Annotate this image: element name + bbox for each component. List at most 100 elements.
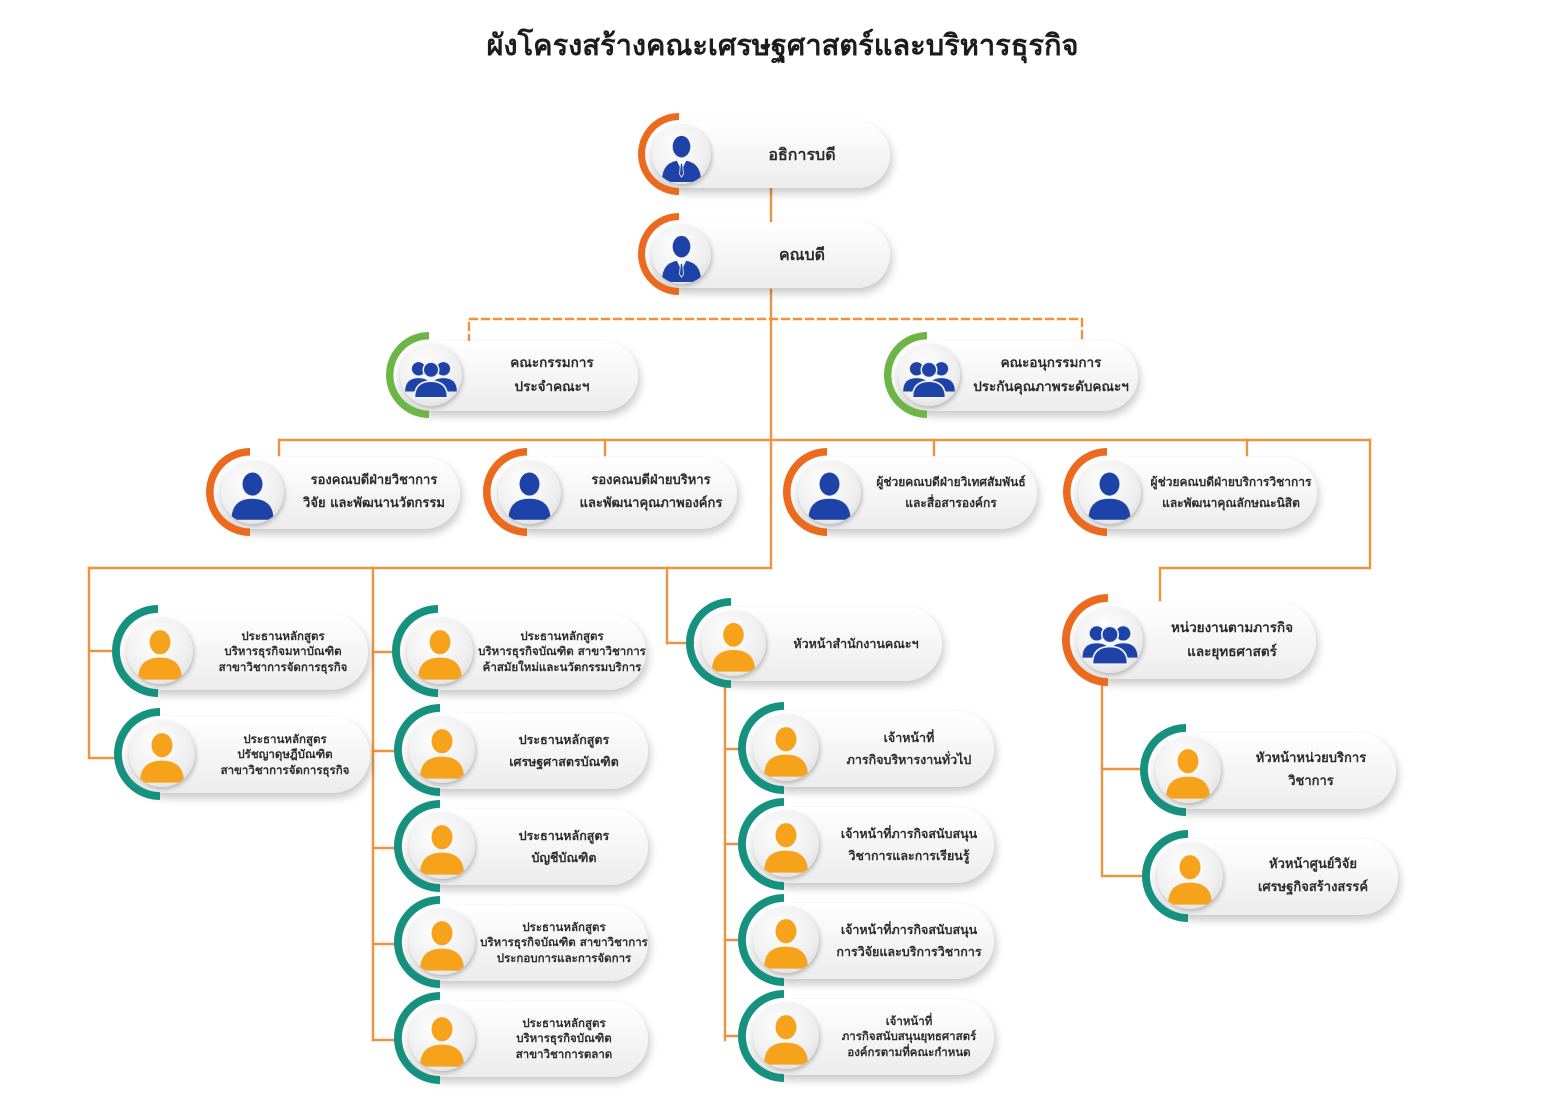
person-suit-icon <box>652 125 711 184</box>
node-label-line: ภารกิจบริหารงานทั่วไป <box>846 752 972 767</box>
node-label-line: ประธานหลักสูตร <box>520 628 604 643</box>
node-label: เจ้าหน้าที่ภารกิจบริหารงานทั่วไป <box>834 711 984 787</box>
node-label-line: คณะอนุกรรมการ <box>1000 355 1102 372</box>
person-icon <box>409 909 475 975</box>
person-icon <box>498 461 561 524</box>
node-label-line: ปรัชญาดุษฎีบัณฑิต <box>237 747 333 762</box>
node-office-head: หัวหน้าสำนักงานคณะฯ <box>686 598 942 688</box>
person-icon <box>127 618 193 684</box>
node-label: เจ้าหน้าที่ภารกิจสนับสนุนวิชาการและการเร… <box>834 807 984 883</box>
node-label-line: ประธานหลักสูตร <box>522 1015 606 1030</box>
node-label: หัวหน้าศูนย์วิจัยเศรษฐกิจสร้างสรรค์ <box>1238 839 1388 915</box>
node-label: เจ้าหน้าที่ภารกิจสนับสนุนการวิจัยและบริก… <box>834 903 984 979</box>
node-label-line: ค้าสมัยใหม่และนวัตกรรมบริการ <box>482 659 642 674</box>
node-label: เจ้าหน้าที่ภารกิจสนับสนุนยุทธศาสตร์องค์ก… <box>834 999 984 1075</box>
node-mission-unit: หน่วยงานตามภารกิจและยุทธศาสตร์ <box>1062 594 1316 686</box>
person-icon <box>1155 737 1221 803</box>
node-rector: อธิการบดี <box>638 113 890 195</box>
node-label: หัวหน้าหน่วยบริการวิชาการ <box>1236 733 1386 809</box>
dashed-connector <box>467 317 1084 344</box>
node-staff-general: เจ้าหน้าที่ภารกิจบริหารงานทั่วไป <box>738 702 994 794</box>
node-label: คณบดี <box>724 222 880 288</box>
node-label: ประธานหลักสูตรบริหารธุรกิจบัณฑิต สาขาวิช… <box>478 614 646 690</box>
node-label-line: บัญชีบัณฑิต <box>531 850 597 865</box>
node-label: ประธานหลักสูตรบัญชีบัณฑิต <box>490 809 638 885</box>
node-label-line: อธิการบดี <box>768 145 836 164</box>
node-label-line: สาขาวิชาการจัดการธุรกิจ <box>218 659 348 674</box>
node-label-line: บริหารธุรกิจบัณฑิต <box>516 1031 612 1046</box>
node-dean: คณบดี <box>638 213 890 295</box>
node-service-unit-head: หัวหน้าหน่วยบริการวิชาการ <box>1140 724 1396 816</box>
node-label-line: บริหารธุรกิจมหาบัณฑิต <box>224 644 342 659</box>
node-label-line: สาขาวิชาการตลาด <box>515 1046 613 1061</box>
node-label-line: หัวหน้าสำนักงานคณะฯ <box>793 636 919 652</box>
person-suit-icon <box>652 225 711 284</box>
node-staff-learning: เจ้าหน้าที่ภารกิจสนับสนุนวิชาการและการเร… <box>738 798 994 890</box>
node-vd-academic: รองคณบดีฝ่ายวิชาการวิจัย และพัฒนานวัตกรร… <box>206 448 460 536</box>
node-label-line: บริหารธุรกิจบัณฑิต สาขาวิชาการ <box>478 644 646 659</box>
node-staff-strategy: เจ้าหน้าที่ภารกิจสนับสนุนยุทธศาสตร์องค์ก… <box>738 990 994 1082</box>
node-label: หน่วยงานตามภารกิจและยุทธศาสตร์ <box>1158 603 1306 679</box>
node-faculty-committee: คณะกรรมการประจำคณะฯ <box>386 332 638 418</box>
node-label-line: วิชาการและการเรียนรู้ <box>848 848 970 863</box>
node-label: ผู้ช่วยคณบดีฝ่ายบริการวิชาการและพัฒนาคุณ… <box>1151 457 1312 529</box>
node-vd-admin: รองคณบดีฝ่ายบริหารและพัฒนาคุณภาพองค์กร <box>483 448 737 536</box>
node-label-line: การวิจัยและบริการวิชาการ <box>836 944 982 959</box>
node-label-line: สาขาวิชาการจัดการธุรกิจ <box>220 762 350 777</box>
node-label-line: ประธานหลักสูตร <box>518 828 610 844</box>
node-label: ประธานหลักสูตรเศรษฐศาสตรบัณฑิต <box>490 713 638 789</box>
node-label-line: เศรษฐศาสตรบัณฑิต <box>509 754 619 769</box>
person-icon <box>798 461 861 524</box>
person-icon <box>129 721 195 787</box>
node-label-line: และพัฒนาคุณภาพองค์กร <box>579 496 723 511</box>
node-label-line: วิชาการ <box>1288 774 1334 789</box>
node-ad-services: ผู้ช่วยคณบดีฝ่ายบริการวิชาการและพัฒนาคุณ… <box>1063 448 1317 536</box>
connector <box>1158 438 1372 602</box>
node-label-line: ประกอบการและการจัดการ <box>496 950 632 965</box>
node-label-line: และสื่อสารองค์กร <box>905 496 997 510</box>
node-label-line: ประจำคณะฯ <box>514 379 590 395</box>
node-acc-chair: ประธานหลักสูตรบัญชีบัณฑิต <box>394 800 648 892</box>
node-bba-entre-chair: ประธานหลักสูตรบริหารธุรกิจบัณฑิต สาขาวิช… <box>394 896 648 988</box>
node-phd-chair: ประธานหลักสูตรปรัชญาดุษฎีบัณฑิตสาขาวิชาก… <box>114 708 370 800</box>
node-label: ประธานหลักสูตรปรัชญาดุษฎีบัณฑิตสาขาวิชาก… <box>210 717 360 793</box>
node-label-line: วิจัย และพัฒนานวัตกรรม <box>303 496 445 511</box>
person-icon <box>221 461 284 524</box>
node-label-line: ประธานหลักสูตร <box>243 731 327 746</box>
node-ad-international: ผู้ช่วยคณบดีฝ่ายวิเทศสัมพันธ์และสื่อสารอ… <box>783 448 1037 536</box>
node-label: คณะกรรมการประจำคณะฯ <box>476 341 628 411</box>
node-label-line: คณะกรรมการ <box>510 355 594 372</box>
person-icon <box>409 717 475 783</box>
group-icon <box>1077 607 1143 673</box>
node-label-line: ภารกิจสนับสนุนยุทธศาสตร์ <box>841 1029 977 1044</box>
node-research-center-head: หัวหน้าศูนย์วิจัยเศรษฐกิจสร้างสรรค์ <box>1142 830 1398 922</box>
node-econ-chair: ประธานหลักสูตรเศรษฐศาสตรบัณฑิต <box>394 704 648 796</box>
node-label-line: และยุทธศาสตร์ <box>1187 644 1277 660</box>
node-label: คณะอนุกรรมการประกันคุณภาพระดับคณะฯ <box>973 341 1129 411</box>
person-icon <box>1157 843 1223 909</box>
node-label: หัวหน้าสำนักงานคณะฯ <box>780 607 932 681</box>
node-label-line: เจ้าหน้าที่ <box>885 1013 933 1028</box>
node-label-line: ประธานหลักสูตร <box>241 628 325 643</box>
node-label-line: ประธานหลักสูตร <box>522 919 606 934</box>
node-staff-research: เจ้าหน้าที่ภารกิจสนับสนุนการวิจัยและบริก… <box>738 894 994 986</box>
node-label-line: ประธานหลักสูตร <box>518 732 610 748</box>
node-qa-subcommittee: คณะอนุกรรมการประกันคุณภาพระดับคณะฯ <box>884 332 1138 418</box>
node-label-line: และพัฒนาคุณลักษณะนิสิต <box>1162 496 1300 510</box>
node-label: ผู้ช่วยคณบดีฝ่ายวิเทศสัมพันธ์และสื่อสารอ… <box>875 457 1027 529</box>
node-label-line: หัวหน้าหน่วยบริการ <box>1255 751 1367 767</box>
connector <box>87 566 120 760</box>
node-label-line: เศรษฐกิจสร้างสรรค์ <box>1257 880 1369 895</box>
node-label: รองคณบดีฝ่ายบริหารและพัฒนาคุณภาพองค์กร <box>575 457 727 529</box>
node-label: อธิการบดี <box>724 122 880 188</box>
node-label: ประธานหลักสูตรบริหารธุรกิจมหาบัณฑิตสาขาว… <box>208 614 358 690</box>
node-label-line: หน่วยงานตามภารกิจ <box>1170 620 1294 637</box>
node-label-line: คณบดี <box>778 245 826 264</box>
person-icon <box>1078 461 1141 524</box>
node-label: รองคณบดีฝ่ายวิชาการวิจัย และพัฒนานวัตกรร… <box>298 457 450 529</box>
person-icon <box>753 1003 819 1069</box>
person-icon <box>409 1005 475 1071</box>
node-label-line: ผู้ช่วยคณบดีฝ่ายบริการวิชาการ <box>1150 475 1312 489</box>
node-label-line: รองคณบดีฝ่ายวิชาการ <box>310 473 438 489</box>
group-icon <box>400 344 462 406</box>
